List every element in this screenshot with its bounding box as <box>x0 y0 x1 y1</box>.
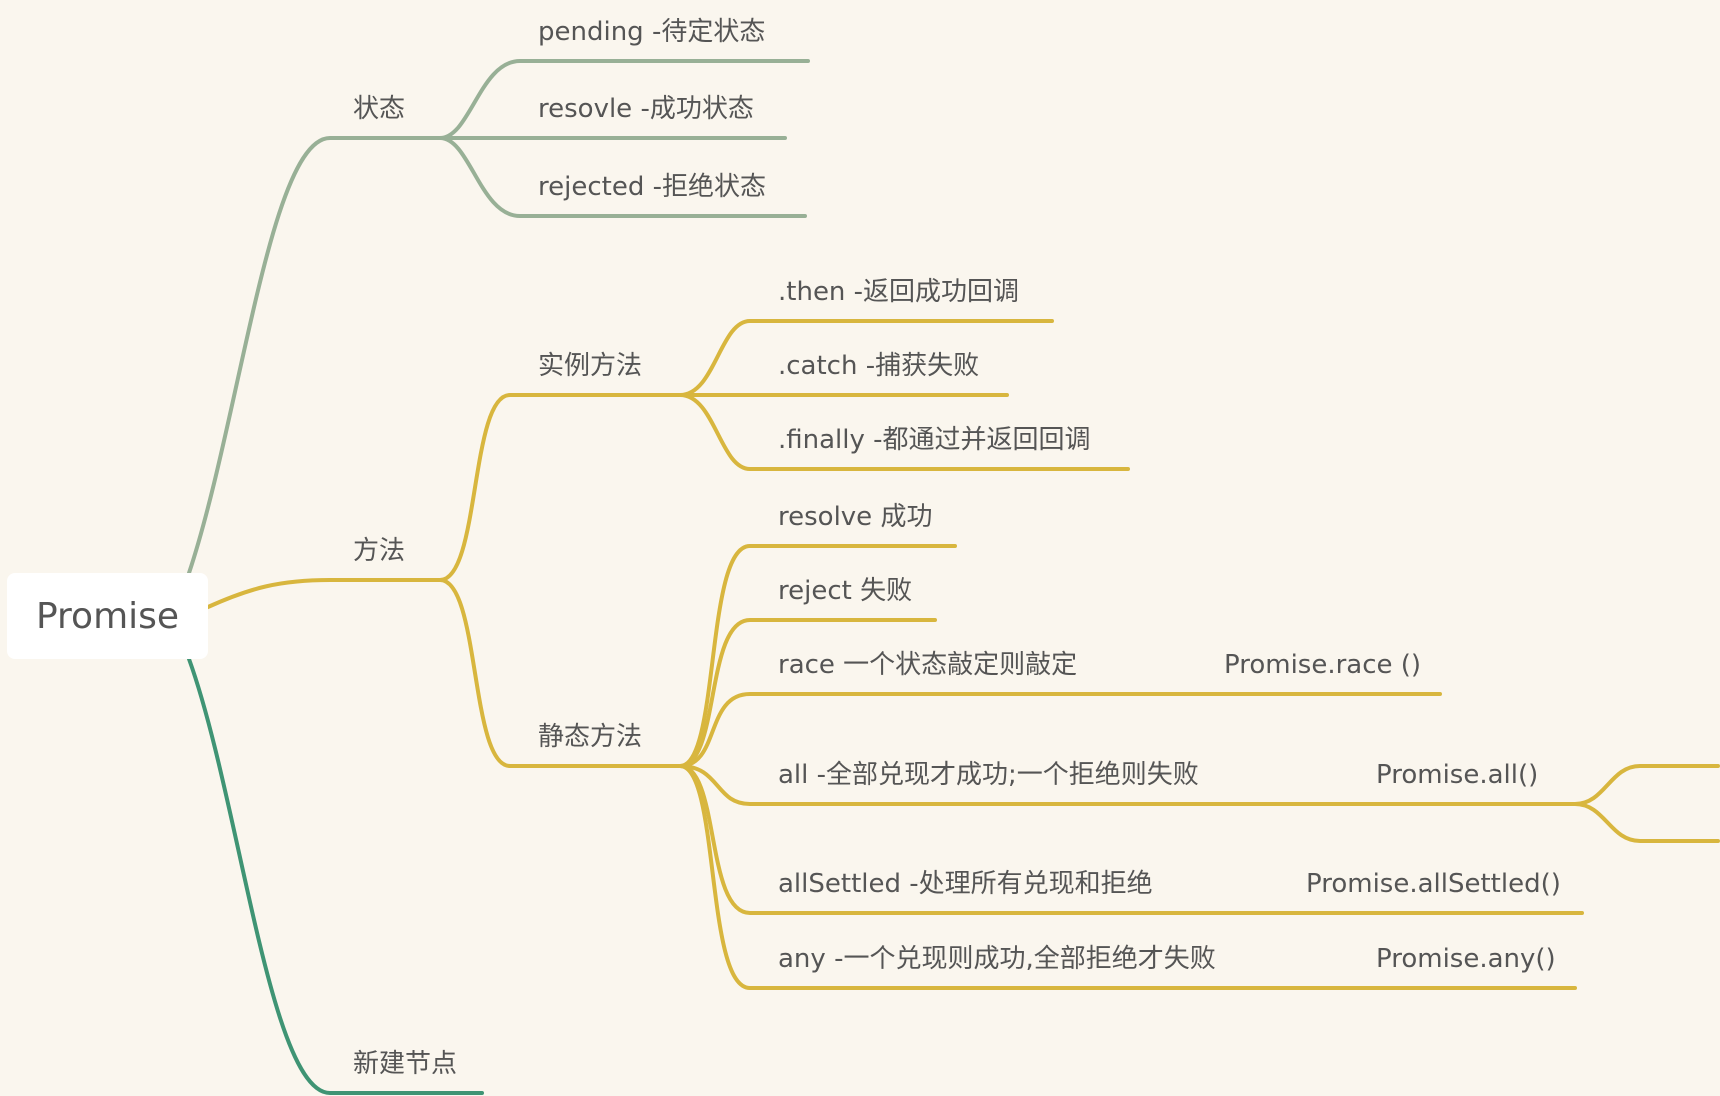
static-all-example: Promise.all() <box>1376 760 1539 790</box>
link-static-race <box>678 692 1442 768</box>
link-methods-static <box>438 578 682 768</box>
link-all-child-2 <box>1573 802 1720 843</box>
static-allsettled-node[interactable]: allSettled -处理所有兑现和拒绝 <box>778 869 1153 899</box>
status-rejected-node[interactable]: rejected -拒绝状态 <box>538 172 766 202</box>
root-node-label: Promise <box>35 595 180 637</box>
methods-node[interactable]: 方法 <box>353 536 406 566</box>
status-resolve-node[interactable]: resovle -成功状态 <box>538 94 754 124</box>
static-methods-node[interactable]: 静态方法 <box>538 722 643 752</box>
link-root-new-node <box>187 657 484 1095</box>
static-race-example: Promise.race () <box>1224 650 1422 680</box>
link-status-rejected <box>438 136 807 218</box>
link-methods-instance <box>438 393 682 582</box>
link-static-any <box>678 764 1577 990</box>
link-root-methods <box>206 578 442 609</box>
status-pending-node[interactable]: pending -待定状态 <box>538 17 766 47</box>
static-all-node[interactable]: all -全部兑现才成功;一个拒绝则失败 <box>778 760 1199 790</box>
instance-catch-node[interactable]: .catch -捕获失败 <box>778 351 980 381</box>
link-static-reject <box>678 618 937 768</box>
status-node[interactable]: 状态 <box>353 94 406 124</box>
instance-methods-node[interactable]: 实例方法 <box>538 351 643 381</box>
static-any-node[interactable]: any -一个兑现则成功,全部拒绝才失败 <box>778 944 1216 974</box>
link-instance-then <box>678 319 1054 397</box>
new-node[interactable]: 新建节点 <box>353 1049 458 1079</box>
link-status-pending <box>438 59 810 140</box>
static-any-example: Promise.any() <box>1376 944 1556 974</box>
instance-finally-node[interactable]: .finally -都通过并返回回调 <box>778 425 1091 455</box>
static-reject-node[interactable]: reject 失败 <box>778 576 913 606</box>
link-instance-finally <box>678 393 1130 471</box>
link-static-all <box>678 764 1577 806</box>
instance-then-node[interactable]: .then -返回成功回调 <box>778 277 1020 307</box>
link-static-resolve <box>678 544 957 768</box>
link-root-status <box>187 136 442 575</box>
static-allsettled-example: Promise.allSettled() <box>1306 869 1561 899</box>
root-node[interactable]: Promise <box>7 573 208 659</box>
static-resolve-node[interactable]: resolve 成功 <box>778 502 933 532</box>
link-all-child-1 <box>1573 764 1720 806</box>
static-race-node[interactable]: race 一个状态敲定则敲定 <box>778 650 1078 680</box>
